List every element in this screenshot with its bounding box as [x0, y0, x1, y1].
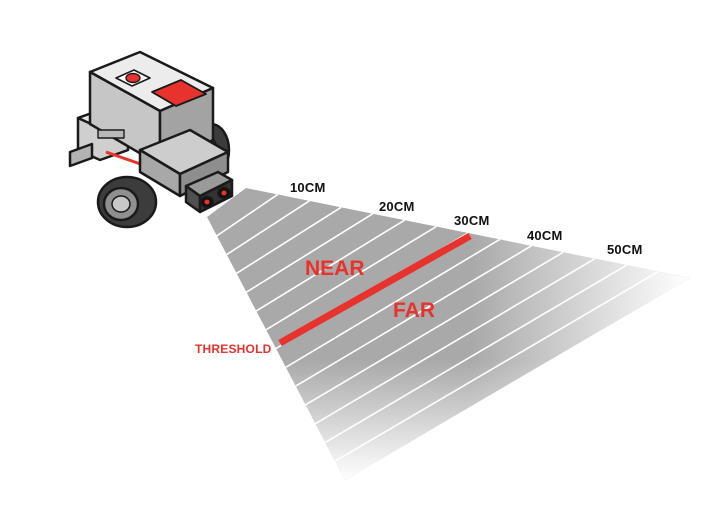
ev3-robot-icon [68, 50, 234, 229]
distance-label-20cm: 20CM [379, 199, 415, 214]
distance-label-50cm: 50CM [607, 242, 643, 257]
rear-wheel [96, 175, 158, 229]
sensor-beam [207, 188, 690, 480]
distance-label-40cm: 40CM [527, 228, 563, 243]
threshold-label: THRESHOLD [195, 342, 272, 356]
distance-label-10cm: 10CM [290, 180, 326, 195]
threshold-line [278, 232, 472, 347]
distance-label-30cm: 30CM [454, 213, 490, 228]
far-zone-label: FAR [393, 299, 435, 322]
brick-screen [151, 79, 207, 107]
ultrasonic-sensor-icon [184, 170, 234, 214]
beam-fade-bottom [207, 188, 690, 480]
near-zone-label: NEAR [305, 257, 365, 280]
